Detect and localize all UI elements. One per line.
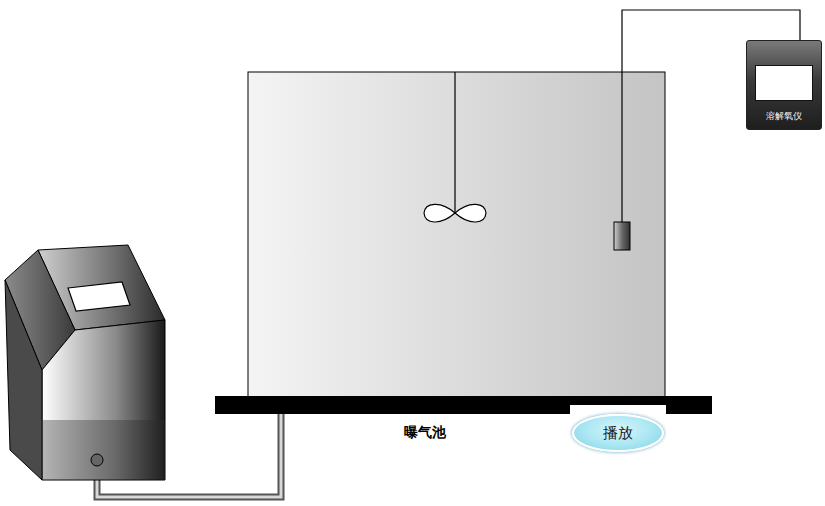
- node-text: 播放: [603, 424, 633, 443]
- blower-base-shade: [42, 420, 165, 480]
- blower-screen: [68, 282, 130, 311]
- meter-screen: [755, 65, 813, 101]
- play-button: 播放: [572, 414, 664, 452]
- blower-left: [5, 280, 42, 480]
- do-meter: 溶解氧仪: [746, 40, 822, 130]
- aeration-tank: [248, 72, 665, 397]
- do-probe: [614, 222, 630, 250]
- stirrer-shaft: [454, 72, 455, 213]
- tank-label: 曝气池: [404, 424, 446, 442]
- blower-front: [42, 320, 165, 480]
- stirrer-blade: [424, 204, 486, 222]
- tank-base: [215, 396, 712, 414]
- node-text: 溶解氧仪: [747, 110, 821, 123]
- blower-outlet: [91, 454, 103, 466]
